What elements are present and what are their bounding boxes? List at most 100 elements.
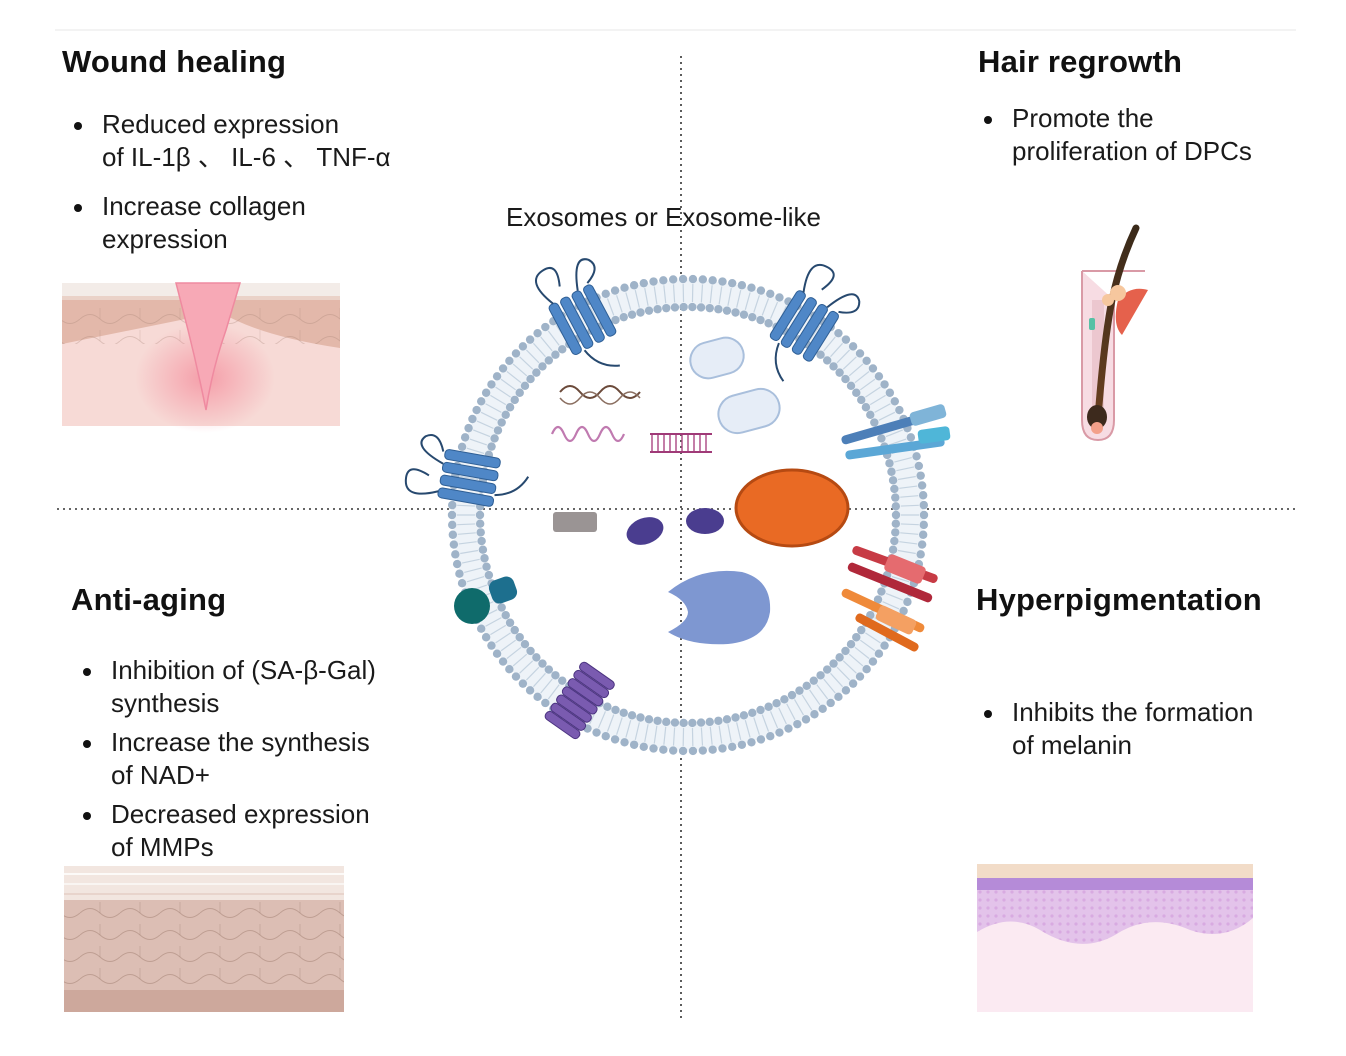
bullet-line: Promote the bbox=[1012, 103, 1154, 133]
lipid-head bbox=[636, 713, 645, 722]
lipid-head bbox=[601, 731, 610, 741]
lipid-head bbox=[627, 310, 637, 319]
lipid-head bbox=[696, 718, 706, 727]
lipid-tail bbox=[606, 714, 615, 732]
lipid-tail bbox=[616, 295, 623, 313]
lipid-tail bbox=[506, 646, 522, 659]
lipid-head bbox=[670, 718, 680, 727]
lipid-head bbox=[874, 372, 884, 381]
lipid-tail bbox=[894, 456, 912, 463]
lipid-head bbox=[903, 597, 912, 607]
lipid-head bbox=[919, 500, 928, 510]
lipid-head bbox=[912, 452, 921, 461]
lipid-tail bbox=[878, 411, 896, 421]
lipid-head bbox=[718, 744, 727, 753]
lipid-tail bbox=[718, 286, 723, 305]
lipid-head bbox=[822, 356, 832, 365]
lipid-head bbox=[678, 746, 688, 756]
lipid-head bbox=[906, 433, 916, 442]
lipid-tail bbox=[897, 549, 916, 555]
lipid-head bbox=[764, 319, 773, 328]
lipid-head bbox=[653, 716, 662, 725]
vesicle-cargo bbox=[717, 387, 781, 435]
lipid-head bbox=[834, 692, 843, 702]
lipid-head bbox=[498, 657, 508, 666]
lipid-tail bbox=[744, 292, 751, 311]
lipid-head bbox=[835, 653, 844, 662]
dna-strand bbox=[559, 391, 641, 405]
lipid-tail bbox=[547, 684, 560, 700]
lipid-head bbox=[679, 718, 688, 728]
lipid-tail bbox=[859, 378, 876, 391]
lipid-head bbox=[497, 603, 506, 612]
lipid-tail bbox=[761, 714, 770, 732]
lipid-head bbox=[592, 728, 601, 737]
lipid-tail bbox=[606, 298, 615, 316]
lipid-head bbox=[705, 717, 714, 727]
lipid-head bbox=[834, 328, 843, 338]
lipid-head bbox=[451, 550, 460, 559]
lipid-head bbox=[644, 306, 654, 315]
lipid-tail bbox=[540, 678, 553, 694]
lipid-head bbox=[515, 633, 524, 642]
lipid-tail bbox=[816, 684, 829, 700]
lipid-head bbox=[880, 641, 889, 650]
exosome-icon bbox=[404, 258, 951, 756]
lipid-head bbox=[510, 625, 519, 635]
membrane-protein bbox=[884, 554, 926, 584]
lipid-head bbox=[447, 510, 457, 520]
bullet-line: proliferation of DPCs bbox=[1012, 136, 1252, 166]
lipid-head bbox=[452, 559, 462, 569]
lipid-head bbox=[708, 276, 717, 285]
lipid-head bbox=[520, 639, 530, 649]
lipid-head bbox=[551, 350, 560, 359]
lipid-head bbox=[481, 633, 491, 642]
bullet-line: of IL-1β 、 IL-6 、 TNF-α bbox=[102, 142, 391, 172]
lipid-head bbox=[888, 545, 898, 554]
membrane-protein bbox=[845, 437, 945, 460]
lipid-tail bbox=[663, 726, 667, 745]
lipid-head bbox=[731, 308, 740, 317]
lipid-head bbox=[475, 519, 485, 528]
lipid-head bbox=[475, 510, 485, 520]
lipid-head bbox=[728, 278, 737, 288]
lipid-cargo bbox=[553, 512, 597, 532]
lipid-tail bbox=[801, 694, 813, 711]
quadrant-wound-healing: Wound healing Reduced expression of IL-1… bbox=[62, 44, 442, 256]
lipid-tail bbox=[896, 466, 915, 472]
lipid-head bbox=[668, 746, 678, 755]
lipid-head bbox=[891, 519, 901, 528]
lipid-head bbox=[852, 388, 861, 397]
lipid-tail bbox=[848, 363, 864, 377]
lipid-head bbox=[525, 335, 535, 344]
lipid-head bbox=[610, 735, 620, 744]
lipid-head bbox=[731, 713, 740, 722]
lipid-head bbox=[526, 374, 535, 384]
lipid-tail bbox=[457, 504, 476, 507]
lipid-head bbox=[518, 342, 528, 351]
lipid-head bbox=[620, 738, 629, 747]
bullet-line: Decreased expression bbox=[111, 799, 370, 829]
lipid-head bbox=[899, 606, 908, 616]
lipid-head bbox=[520, 381, 530, 391]
quadrant-hyperpigmentation: Hyperpigmentation Inhibits the formation… bbox=[976, 582, 1336, 762]
lipid-head bbox=[482, 562, 491, 571]
wound-healing-list: Reduced expression of IL-1β 、 IL-6 、 TNF… bbox=[62, 108, 442, 256]
lipid-tail bbox=[700, 284, 704, 303]
lipid-head bbox=[890, 397, 900, 406]
vesicle-cargo bbox=[689, 336, 745, 380]
lipid-tail bbox=[888, 438, 907, 446]
lipid-tail bbox=[461, 558, 480, 564]
lipid-head bbox=[916, 471, 925, 480]
lipid-tail bbox=[480, 411, 498, 421]
hair-regrowth-list: Promote the proliferation of DPCs bbox=[972, 102, 1318, 168]
lipid-tail bbox=[547, 330, 560, 346]
lipid-head bbox=[810, 710, 819, 719]
lipid-head bbox=[917, 481, 927, 490]
lipid-head bbox=[487, 641, 496, 650]
wound-healing-title: Wound healing bbox=[62, 44, 287, 79]
lipid-tail bbox=[885, 592, 903, 601]
lipid-head bbox=[862, 356, 871, 365]
anti-aging-list: Inhibition of (SA-β-Gal) synthesis Incre… bbox=[71, 654, 451, 864]
lipid-head bbox=[868, 657, 878, 666]
